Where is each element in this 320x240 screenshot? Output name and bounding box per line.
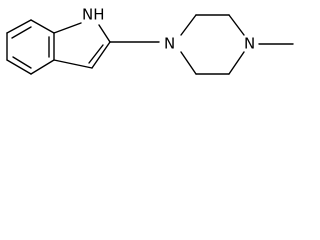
bond-c6-n1-pip <box>180 51 197 75</box>
bond-c2-c3-inner <box>88 44 104 64</box>
bond-c2-c3 <box>91 41 111 69</box>
bond-c3a-n1 <box>53 22 82 34</box>
bond-c7-c7a <box>30 59 55 75</box>
bond-c3a-c4 <box>30 19 55 34</box>
bond-c4-c5 <box>6 19 32 34</box>
bond-c3-c7a <box>53 59 93 69</box>
bond-c3-n4-pip <box>228 14 245 36</box>
bond-n4-c5-pip <box>228 51 245 75</box>
bond-n1-c2-pip <box>180 14 197 36</box>
pyrrole-ring <box>53 22 111 69</box>
bond-c4-c5-inner <box>11 26 32 39</box>
benzene-ring <box>6 19 55 75</box>
piperazine-ring <box>180 14 245 75</box>
bond-c6-c7 <box>6 59 32 75</box>
bond-c6-c7-inner <box>12 56 32 69</box>
bond-n1-c2 <box>98 24 111 43</box>
chemical-structure-diagram: NH N N <box>0 0 298 96</box>
indole-nh-label: NH <box>82 6 105 24</box>
piperazine-n1-label: N <box>164 35 175 53</box>
piperazine-n4-label: N <box>244 35 255 53</box>
